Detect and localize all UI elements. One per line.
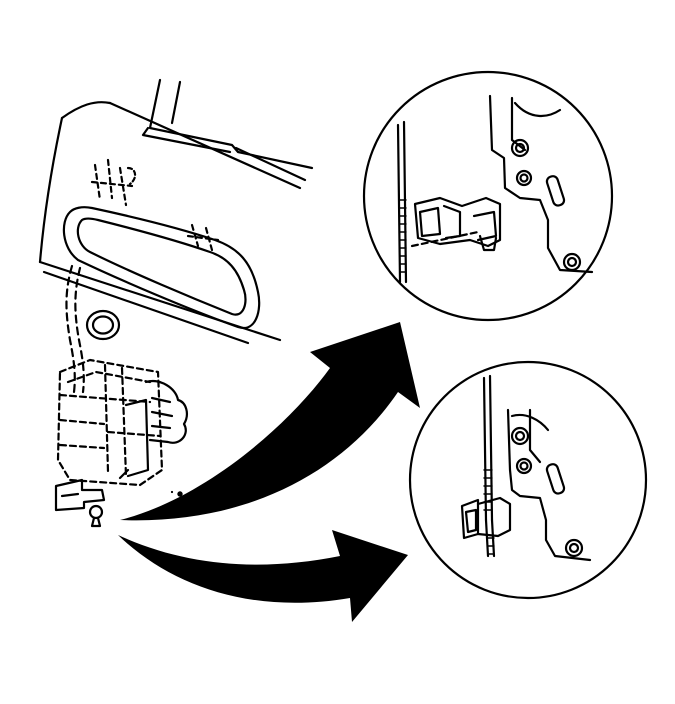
- latch-bracket: [54, 478, 183, 528]
- detail-view-bottom: [408, 360, 648, 600]
- arrow-lower: [118, 530, 408, 622]
- door-panel: [38, 78, 314, 345]
- arrow-upper: [120, 322, 420, 521]
- detail-view-top: [362, 70, 614, 322]
- latch-body: [118, 380, 188, 480]
- lock-actuator: [56, 358, 164, 487]
- lock-cylinder-hole: [85, 309, 121, 341]
- door-handle: [62, 158, 261, 330]
